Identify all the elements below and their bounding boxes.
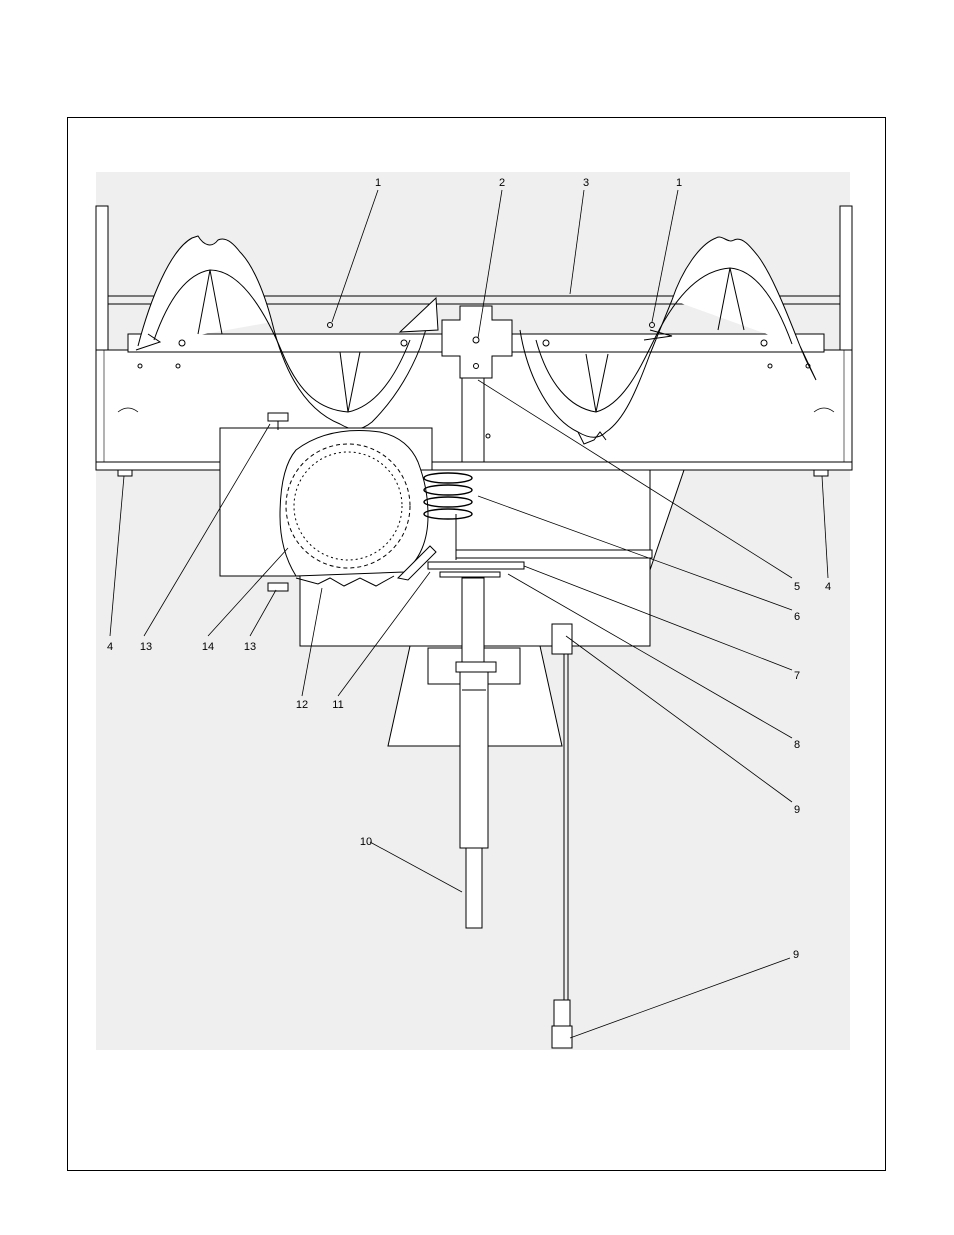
callout-1-left: 1 <box>375 177 381 189</box>
callout-1-right: 1 <box>676 177 682 189</box>
callout-9-lower: 9 <box>793 949 799 961</box>
callout-8: 8 <box>794 739 800 751</box>
callout-7: 7 <box>794 670 800 682</box>
callout-4-right: 4 <box>825 581 831 593</box>
callout-3: 3 <box>583 177 589 189</box>
callout-2: 2 <box>499 177 505 189</box>
callout-12: 12 <box>296 699 308 711</box>
callout-13-upper: 13 <box>140 641 152 653</box>
callout-13-lower: 13 <box>244 641 256 653</box>
callout-9-upper: 9 <box>794 804 800 816</box>
callout-6: 6 <box>794 611 800 623</box>
callout-11: 11 <box>332 699 343 711</box>
impeller-wheel <box>280 431 428 586</box>
callout-10: 10 <box>360 836 372 848</box>
callout-5: 5 <box>794 581 800 593</box>
callout-4-left: 4 <box>107 641 113 653</box>
callout-14: 14 <box>202 641 214 653</box>
